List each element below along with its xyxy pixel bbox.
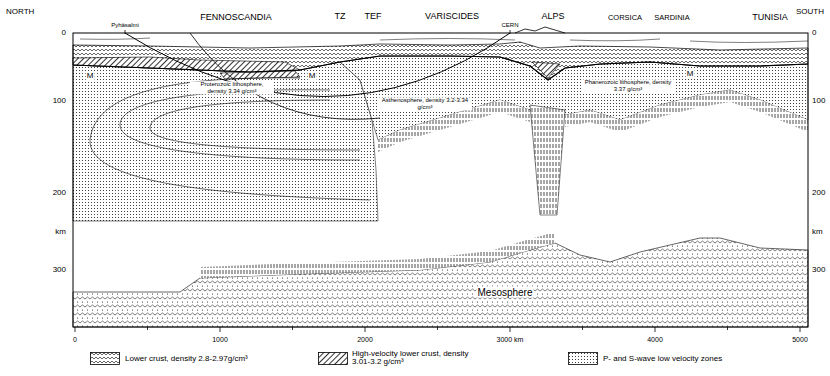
site-label: CERN bbox=[501, 22, 518, 29]
geology bbox=[73, 27, 808, 327]
lower-crust bbox=[73, 42, 808, 80]
legend-swatch-fill bbox=[319, 353, 348, 365]
legend-text: High-velocity lower crust, density 3.01-… bbox=[352, 350, 472, 368]
layer-label: Proterozoic lithosphere, density 3.34 g/… bbox=[190, 81, 274, 94]
region-name: VARISCIDES bbox=[425, 12, 479, 22]
layer-label: Mesosphere bbox=[476, 287, 533, 298]
distance-tick: 3000 km bbox=[497, 336, 524, 344]
beam-arc bbox=[125, 33, 510, 97]
depth-tick: 200 bbox=[812, 189, 825, 198]
legend-swatch bbox=[318, 352, 348, 365]
beam-arc bbox=[190, 33, 380, 119]
region-name: ALPS bbox=[541, 12, 564, 22]
alpine-slab bbox=[530, 105, 565, 215]
region-name: SARDINIA bbox=[654, 14, 689, 22]
layer-label: Phanerozoic lithosphere, density 3.37 g/… bbox=[582, 79, 674, 92]
direction-label: SOUTH bbox=[796, 8, 824, 17]
moho-line bbox=[73, 56, 808, 80]
crust-line bbox=[80, 38, 808, 43]
region-name: TUNISIA bbox=[752, 13, 788, 23]
direction-label: NORTH bbox=[6, 8, 34, 17]
region-name: TZ bbox=[335, 12, 346, 22]
contour-line bbox=[150, 100, 360, 150]
depth-tick: 0 bbox=[812, 29, 816, 38]
legend-swatch bbox=[90, 352, 120, 365]
legend-text: P- and S-wave low velocity zones bbox=[603, 354, 722, 363]
depth-unit: km bbox=[812, 228, 823, 237]
depth-tick: 300 bbox=[53, 266, 66, 275]
moho-label: M bbox=[686, 70, 695, 79]
legend-text: Lower crust, density 2.8-2.97g/cm³ bbox=[125, 354, 248, 363]
depth-tick: 200 bbox=[53, 189, 66, 198]
transition-band bbox=[200, 232, 555, 278]
legend-swatch bbox=[568, 352, 598, 365]
mesosphere bbox=[73, 238, 808, 327]
transition-band bbox=[565, 90, 808, 132]
distance-tick: 0 bbox=[73, 336, 77, 344]
moho-label: M bbox=[86, 72, 95, 81]
depth-tick: 0 bbox=[62, 29, 66, 38]
high-velocity-crust bbox=[532, 62, 560, 78]
frame bbox=[73, 33, 808, 327]
topography bbox=[515, 27, 565, 33]
depth-tick: 300 bbox=[812, 266, 825, 275]
contour-line bbox=[120, 90, 360, 160]
region-name: CORSICA bbox=[608, 14, 642, 22]
layer-label: Asthenosphere, density 3.2-3.34 g/cm³ bbox=[378, 97, 472, 110]
axis-ticks bbox=[75, 327, 800, 332]
dotted-zone bbox=[73, 62, 378, 221]
distance-tick: 5000 bbox=[792, 336, 808, 344]
depth-tick: 100 bbox=[53, 97, 66, 106]
site-label: Pyhäsalmi bbox=[111, 22, 139, 29]
region-name: FENNOSCANDIA bbox=[200, 13, 272, 23]
moho-label: M bbox=[308, 72, 317, 81]
legend-swatch-fill bbox=[569, 353, 598, 365]
legend-swatch-fill bbox=[91, 353, 120, 365]
region-name: TEF bbox=[365, 12, 382, 22]
depth-tick: 100 bbox=[812, 97, 825, 106]
distance-tick: 1000 bbox=[212, 336, 228, 344]
distance-tick: 2000 bbox=[357, 336, 373, 344]
depth-unit: km bbox=[55, 228, 66, 237]
distance-tick: 4000 bbox=[647, 336, 663, 344]
